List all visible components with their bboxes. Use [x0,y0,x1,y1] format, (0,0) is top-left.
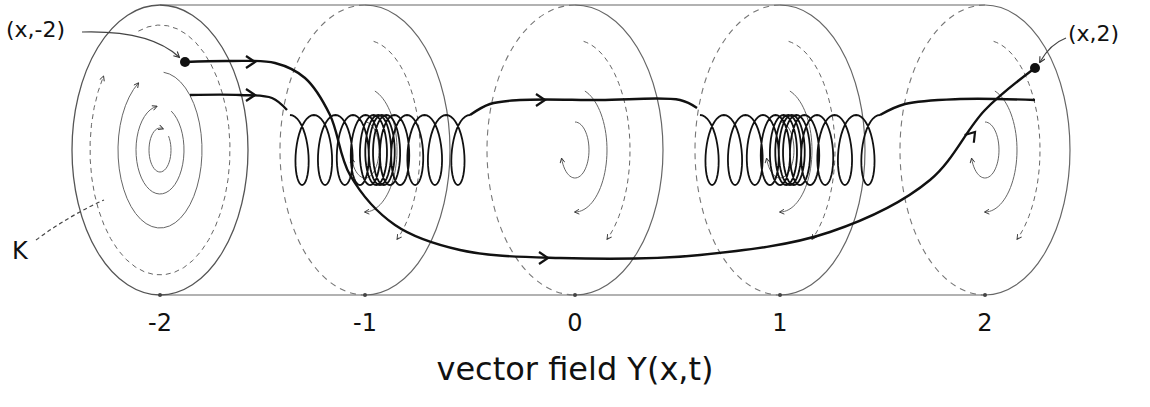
disk-outline [575,5,663,295]
circulation-arc [90,25,230,275]
circulation-arc [972,122,999,178]
start-point [180,57,190,67]
helical-trajectory [700,115,880,185]
region-label: K [12,238,28,264]
circulation-arcs [90,25,1040,275]
leader-line [36,200,104,240]
trajectory-curve [185,61,1035,259]
axis-number: 0 [567,310,582,336]
circulation-arc [562,122,589,178]
leader-line [82,32,179,57]
axis-number: -1 [353,310,377,336]
axis-number: -2 [148,310,172,336]
disk-hidden-edge [487,5,575,295]
axis-tick [363,293,367,297]
axis-tick [158,293,162,297]
circulation-arc [780,91,812,212]
flow-arrowhead [536,94,545,106]
circulation-arc [149,128,171,172]
axis-number: 1 [772,310,787,336]
axis-tick [983,293,987,297]
circulation-arc [575,91,607,212]
trajectory-curve [190,95,287,110]
helical-trajectory [290,115,470,185]
flow-arrowhead [246,89,255,101]
disk-outline [72,5,248,295]
disk-outline [985,5,1070,295]
flow-arrowhead [965,128,980,143]
circulation-arc [136,106,184,194]
axis-tick [573,293,577,297]
circulation-arc [985,91,1017,212]
trajectory-curve [470,98,697,115]
axis-number: 2 [977,310,992,336]
trajectories [185,56,1035,264]
flow-arrowhead [539,252,548,264]
axis-tick [778,293,782,297]
point-label: (x,2) [1068,22,1119,46]
trajectory-curve [880,99,1035,115]
leader-line [1040,38,1066,62]
end-point [1030,63,1040,73]
flow-arrowhead [246,56,255,68]
caption: vector field Y(x,t) [436,352,713,387]
disk-hidden-edge [900,5,985,295]
point-label: (x,-2) [6,18,65,42]
circulation-arc [118,72,202,228]
